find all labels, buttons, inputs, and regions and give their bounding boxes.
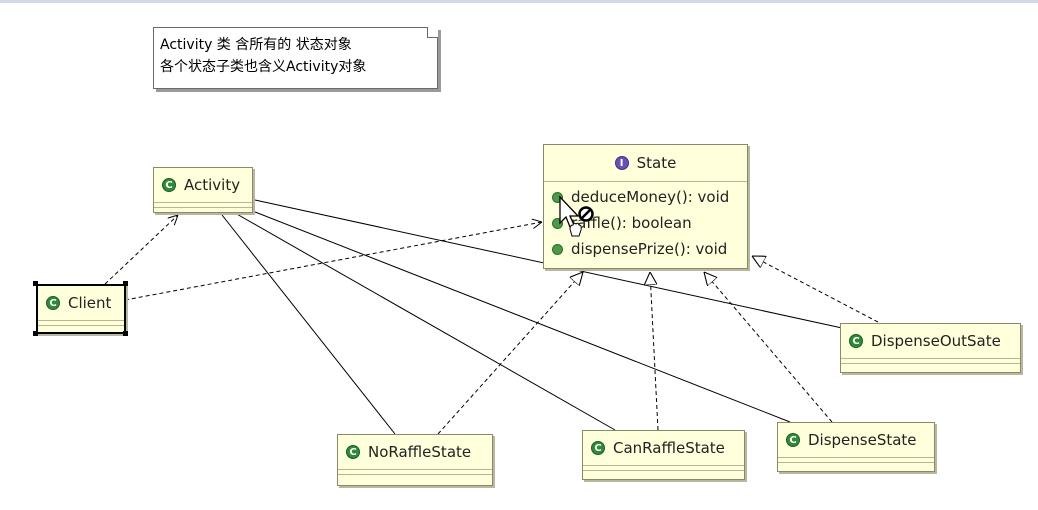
class-icon: C — [849, 334, 863, 348]
class-dispenseout-name: DispenseOutSate — [871, 332, 1001, 350]
top-border-line — [0, 0, 1038, 3]
method-label: raffle(): boolean — [571, 214, 692, 232]
class-canraffle-header: C CanRaffleState — [583, 431, 744, 466]
class-dispenseout-header: C DispenseOutSate — [841, 324, 1020, 359]
edge-activity-to-noraffle — [221, 214, 396, 435]
method-raffle[interactable]: raffle(): boolean — [552, 210, 741, 236]
class-noraffle-state[interactable]: C NoRaffleState — [337, 434, 493, 486]
class-activity-name: Activity — [184, 176, 241, 194]
class-canraffle-state[interactable]: C CanRaffleState — [582, 430, 745, 480]
class-divider — [154, 203, 252, 208]
uml-note[interactable]: Activity 类 含所有的 状态对象 各个状态子类也含义Activity对象 — [153, 27, 438, 89]
interface-state-header: I State — [544, 145, 747, 182]
class-icon: C — [786, 433, 800, 447]
note-line-1: Activity 类 含所有的 状态对象 — [160, 37, 352, 53]
class-divider — [338, 470, 492, 475]
public-method-icon — [552, 217, 563, 229]
class-noraffle-header: C NoRaffleState — [338, 435, 492, 470]
edge-noraffle-realizes-state — [437, 272, 583, 435]
note-line-2: 各个状态子类也含义Activity对象 — [160, 59, 367, 75]
selection-handle[interactable] — [33, 331, 38, 336]
class-dispenseout-state[interactable]: C DispenseOutSate — [840, 323, 1021, 373]
public-method-icon — [552, 243, 563, 255]
edge-dispenseout-realizes-state — [752, 256, 879, 323]
interface-state-name: State — [636, 154, 677, 172]
note-fold-corner — [427, 27, 438, 38]
method-deduce-money[interactable]: deduceMoney(): void — [552, 184, 741, 210]
class-dispense-header: C DispenseState — [778, 423, 934, 458]
method-label: dispensePrize(): void — [571, 240, 728, 258]
class-divider — [841, 359, 1020, 364]
interface-icon: I — [614, 156, 629, 170]
class-divider — [38, 321, 124, 326]
class-client-header: C Client — [38, 286, 124, 321]
class-icon: C — [346, 445, 360, 459]
class-divider — [583, 466, 744, 471]
class-activity-header: C Activity — [154, 168, 252, 203]
class-client[interactable]: C Client — [36, 284, 126, 334]
selection-handle[interactable] — [123, 281, 128, 286]
edge-client-to-state — [124, 222, 542, 301]
public-method-icon — [552, 191, 563, 203]
class-divider — [778, 458, 934, 463]
interface-state-methods: deduceMoney(): void raffle(): boolean di… — [544, 182, 747, 262]
selection-handle[interactable] — [123, 331, 128, 336]
edge-activity-to-canraffle — [234, 212, 616, 431]
class-activity[interactable]: C Activity — [153, 167, 253, 213]
edge-dispense-realizes-state — [704, 272, 833, 423]
class-icon: C — [46, 296, 60, 310]
method-dispense-prize[interactable]: dispensePrize(): void — [552, 236, 741, 262]
class-icon: C — [591, 441, 605, 455]
selection-handle[interactable] — [33, 281, 38, 286]
edge-activity-to-dispense — [249, 209, 791, 423]
class-icon: C — [162, 178, 176, 192]
class-dispense-name: DispenseState — [808, 431, 917, 449]
class-dispense-state[interactable]: C DispenseState — [777, 422, 935, 472]
class-canraffle-name: CanRaffleState — [613, 439, 725, 457]
interface-state[interactable]: I State deduceMoney(): void raffle(): bo… — [543, 144, 748, 269]
class-client-name: Client — [68, 294, 112, 312]
method-label: deduceMoney(): void — [571, 188, 730, 206]
class-noraffle-name: NoRaffleState — [368, 443, 472, 461]
edge-canraffle-realizes-state — [650, 272, 659, 431]
edge-client-to-activity — [104, 215, 178, 285]
